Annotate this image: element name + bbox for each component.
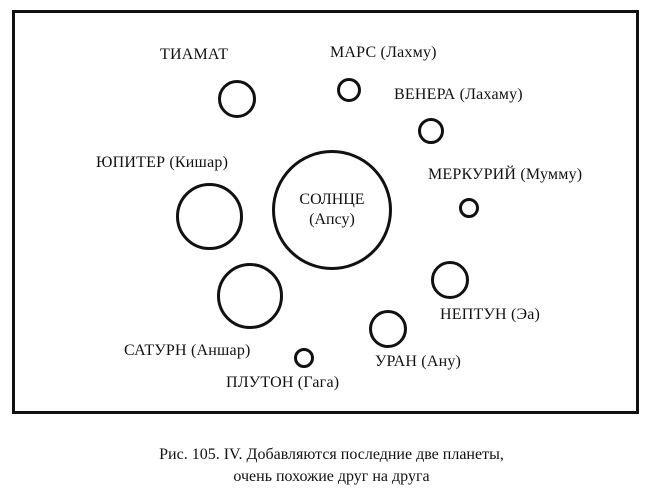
sun-circle [272,150,392,270]
figure-caption-line-1: Рис. 105. IV. Добавляются последние две … [159,446,504,463]
sun-alias: (Апсу) [309,211,355,228]
tiamat-label: ТИАМАТ [160,46,229,63]
saturn-circle [217,263,283,329]
saturn-label: САТУРН (Аншар) [124,342,251,359]
sun-name: СОЛНЦЕ [299,191,365,208]
uranus-circle [369,310,407,348]
jupiter-label: ЮПИТЕР (Кишар) [96,154,229,171]
jupiter-circle [176,183,243,250]
neptune-label: НЕПТУН (Эа) [440,306,541,323]
venus-circle [418,118,444,144]
neptune-circle [431,261,469,299]
mercury-circle [459,198,479,218]
pluto-circle [294,348,314,368]
diagram-frame [12,10,639,414]
tiamat-circle [218,80,256,118]
uranus-label: УРАН (Ану) [375,353,462,370]
venus-label: ВЕНЕРА (Лахаму) [394,86,523,103]
pluto-label: ПЛУТОН (Гага) [226,374,340,391]
mars-label: МАРС (Лахму) [330,44,437,61]
figure-caption-line-2: очень похожие друг на друга [233,468,430,485]
mars-circle [337,78,361,102]
mercury-label: МЕРКУРИЙ (Мумму) [428,166,583,183]
